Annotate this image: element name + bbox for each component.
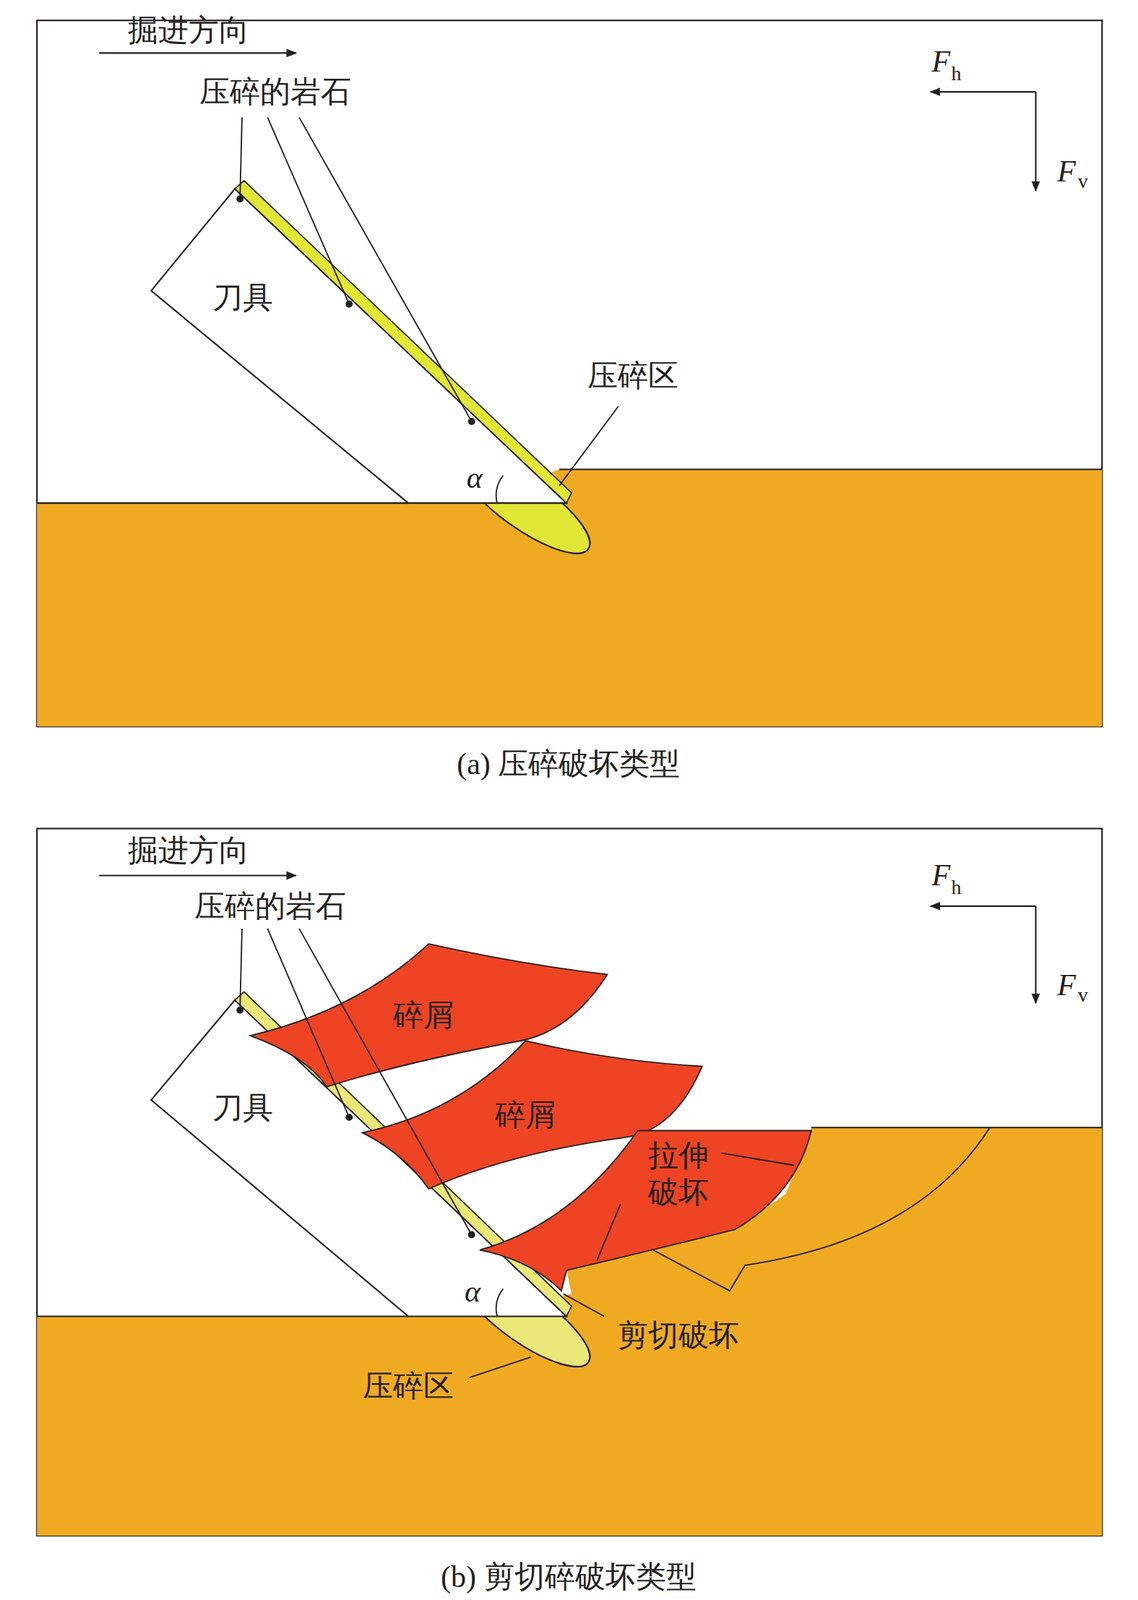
annotation: 压碎区 <box>362 1368 454 1404</box>
force-symbol: h <box>951 62 962 86</box>
node-label: 碎屑 <box>494 1096 556 1132</box>
node-label: 刀具 <box>212 1089 274 1125</box>
annotation: (b) 剪切碎破坏类型 <box>440 1559 696 1594</box>
force-symbol: F <box>932 856 951 892</box>
tool-body: 刀具 <box>206 277 279 318</box>
annotation: 掘进方向 <box>127 833 250 868</box>
force-symbol: α <box>466 460 483 495</box>
node-label: 刀具 <box>212 280 274 316</box>
annotation: 压碎的岩石 <box>194 888 347 924</box>
force-symbol: F <box>1057 967 1076 1003</box>
annotation: 压碎区 <box>587 358 679 394</box>
annotation: 掘进方向 <box>127 13 250 48</box>
annotation: 拉伸 破坏 <box>645 1137 712 1211</box>
force-symbol: α <box>464 1273 481 1309</box>
force-symbol: v <box>1078 983 1089 1007</box>
annotation: 压碎的岩石 <box>199 74 352 110</box>
force-symbol: h <box>951 874 962 899</box>
annotation: 剪切破坏 <box>617 1317 740 1352</box>
force-symbol: F <box>932 44 951 79</box>
force-symbol: F <box>1057 153 1076 189</box>
node-label: 碎屑 <box>393 997 454 1033</box>
annotation: (a) 压碎破坏类型 <box>456 745 680 781</box>
rock-chip: 碎屑 <box>387 994 460 1036</box>
force-symbol: v <box>1078 169 1089 193</box>
rock-chip: 碎屑 <box>489 1093 562 1135</box>
tool-body: 刀具 <box>206 1086 279 1128</box>
